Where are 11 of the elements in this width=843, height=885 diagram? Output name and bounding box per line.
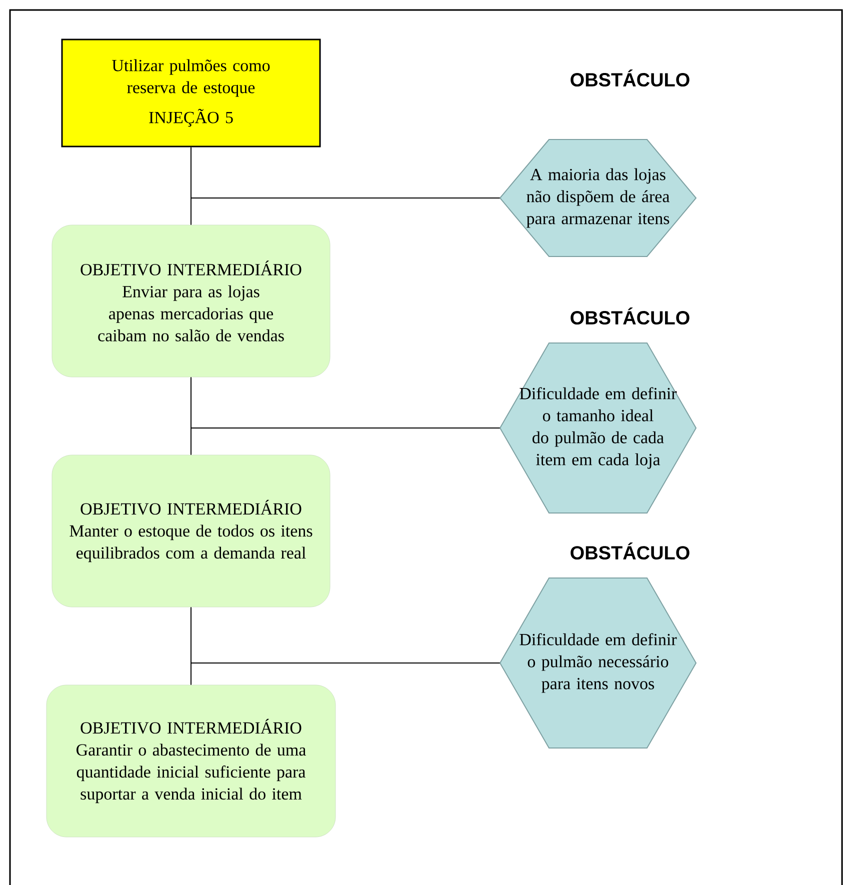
obstacle-heading: OBSTÁCULO bbox=[570, 70, 690, 87]
connector-line bbox=[190, 146, 192, 226]
goal-box: OBJETIVO INTERMEDIÁRIO Manter o estoque de todos os itens equilibrados com a demanda real bbox=[52, 454, 330, 608]
goal-box: OBJETIVO INTERMEDIÁRIO Enviar para as lojas apenas mercadorias que caibam no salão de vendas bbox=[52, 224, 330, 378]
connector-line bbox=[190, 606, 192, 686]
goal-box: Utilizar pulmões como reserva de estoque INJEÇÃO 5 bbox=[61, 38, 321, 148]
connector-line bbox=[190, 662, 500, 664]
connector-line bbox=[190, 376, 192, 456]
obstacle-heading: OBSTÁCULO bbox=[570, 542, 690, 560]
obstacle-heading: OBSTÁCULO bbox=[570, 308, 690, 325]
goal-box: OBJETIVO INTERMEDIÁRIO Garantir o abastecimento de uma quantidade inicial suficiente para suportar a venda inicial do item bbox=[46, 684, 336, 838]
